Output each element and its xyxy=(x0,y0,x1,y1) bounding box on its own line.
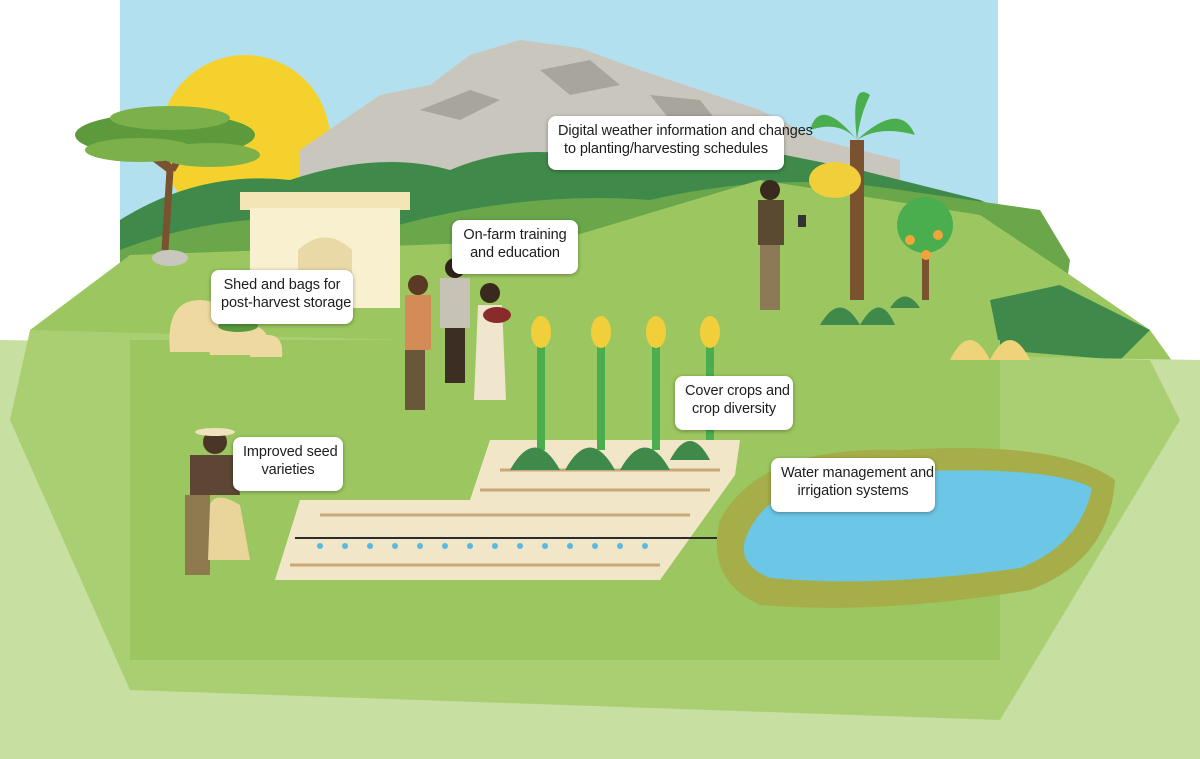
callout-seed-line2: varieties xyxy=(261,462,315,478)
callout-weather-information: Digital weather information and changes … xyxy=(548,116,813,170)
hill-right-dark xyxy=(990,285,1150,360)
callout-training-line1: On-farm training xyxy=(463,227,567,243)
callout-improved-seed: Improved seed varieties xyxy=(233,437,343,491)
callout-water-line1: Water management and xyxy=(781,465,935,481)
callout-on-farm-training: On-farm training and education xyxy=(452,220,578,274)
cover-crop-bushes xyxy=(510,441,710,470)
mountain-shading xyxy=(420,60,720,125)
callout-storage: Shed and bags for post-harvest storage xyxy=(211,270,353,324)
callout-weather-line2: to planting/harvesting schedules xyxy=(564,141,768,157)
callout-storage-line1: Shed and bags for xyxy=(223,277,341,293)
callout-water-management: Water management and irrigation systems xyxy=(771,458,935,512)
callout-water-line2: irrigation systems xyxy=(797,483,909,499)
shrubs xyxy=(820,296,1030,360)
acacia-tree xyxy=(75,106,260,266)
farmer-with-phone xyxy=(758,180,806,310)
banana-tree xyxy=(809,92,915,300)
farmer-sowing xyxy=(185,428,250,575)
water-drops xyxy=(317,543,648,549)
callout-training-line2: and education xyxy=(470,245,560,261)
fruit-tree xyxy=(897,197,953,300)
crop-plot xyxy=(275,440,740,580)
callout-cover-crops-line2: crop diversity xyxy=(691,401,776,417)
callout-weather-line1: Digital weather information and changes xyxy=(558,123,813,139)
callout-seed-line1: Improved seed xyxy=(243,444,338,460)
trainees-group xyxy=(405,258,511,410)
callout-storage-line2: post-harvest storage xyxy=(221,295,352,311)
callout-cover-crops-line1: Cover crops and xyxy=(685,383,790,399)
callout-cover-crops: Cover crops and crop diversity xyxy=(675,376,793,430)
